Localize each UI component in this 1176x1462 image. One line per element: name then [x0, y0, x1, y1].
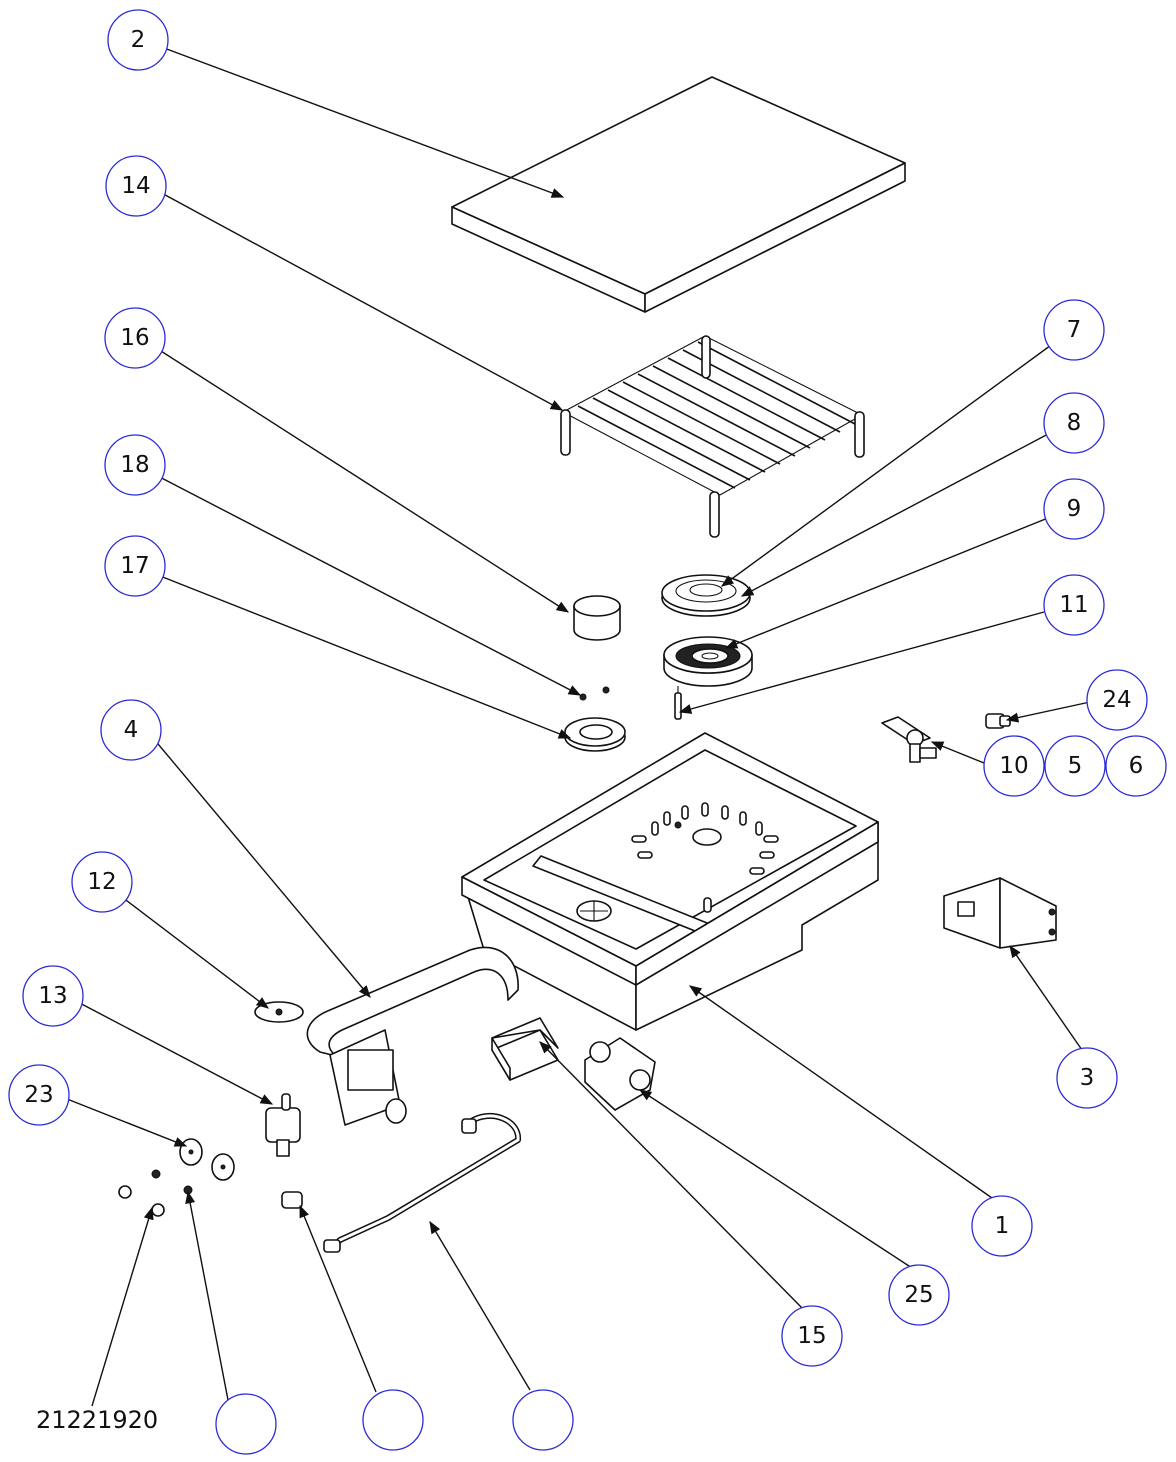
- leader-14: [155, 189, 564, 411]
- svg-text:13: 13: [38, 983, 67, 1009]
- balloon-23: 23: [8, 1064, 70, 1126]
- valve-bracket-part: [881, 716, 937, 763]
- balloon-1: 1: [971, 1195, 1033, 1257]
- balloon-5: 5: [1044, 735, 1106, 797]
- balloon-2: 2: [107, 9, 169, 71]
- svg-text:12: 12: [87, 869, 116, 895]
- balloon-10: 10: [983, 735, 1045, 797]
- leader-4: [147, 731, 371, 998]
- leader-bottom-d: [429, 1220, 531, 1391]
- gas-tube-part: [323, 1113, 521, 1253]
- svg-text:18: 18: [120, 452, 149, 478]
- balloon-7: 7: [1043, 299, 1105, 361]
- ignition-module-part: [491, 1017, 559, 1081]
- leader-11: [678, 611, 1045, 714]
- svg-text:23: 23: [24, 1082, 53, 1108]
- balloon-8: 8: [1043, 392, 1105, 454]
- leader-24: [1005, 701, 1091, 723]
- bezel-ring-part: [564, 717, 626, 752]
- balloon-16: 16: [104, 307, 166, 369]
- svg-text:2: 2: [131, 27, 146, 53]
- balloon-17: 17: [104, 535, 166, 597]
- screws-part: [579, 686, 610, 701]
- balloon-9: 9: [1043, 478, 1105, 540]
- leader-bottom-c: [299, 1204, 377, 1393]
- balloon-3: 3: [1056, 1047, 1118, 1109]
- svg-text:6: 6: [1129, 753, 1144, 779]
- leader-15: [539, 1041, 805, 1311]
- leader-12: [109, 887, 270, 1009]
- balloon-24: 24: [1086, 669, 1148, 731]
- fitting-part: [985, 713, 1011, 729]
- washer-part: [254, 1001, 304, 1023]
- main-tray-housing-part: [461, 732, 879, 1031]
- leader-18: [149, 471, 582, 696]
- leader-bottom-b: [185, 1190, 229, 1401]
- balloon-6: 6: [1105, 735, 1167, 797]
- balloon-15: 15: [781, 1305, 843, 1367]
- balloon-18: 18: [104, 434, 166, 496]
- svg-text:8: 8: [1067, 410, 1082, 436]
- svg-text:4: 4: [124, 717, 139, 743]
- leader-25: [638, 1089, 913, 1269]
- svg-text:3: 3: [1080, 1065, 1095, 1091]
- leader-lines: [61, 44, 1091, 1407]
- burner-cap-part: [661, 574, 751, 617]
- balloon-11: 11: [1043, 574, 1105, 636]
- leader-23: [61, 1096, 188, 1147]
- leader-2: [155, 44, 565, 198]
- balloon-14: 14: [105, 155, 167, 217]
- svg-text:14: 14: [121, 173, 150, 199]
- valve-part: [265, 1093, 301, 1157]
- svg-text:9: 9: [1067, 496, 1082, 522]
- balloons: 2 14 16 18 17 4 12 13 23 7 8 9 11 24 10 …: [8, 9, 1167, 1455]
- leader-7: [720, 339, 1059, 587]
- leader-17: [149, 571, 572, 739]
- knob-part: [573, 595, 621, 641]
- leader-9: [724, 517, 1049, 649]
- leader-8: [740, 432, 1051, 597]
- svg-text:15: 15: [797, 1323, 826, 1349]
- svg-text:1: 1: [995, 1213, 1010, 1239]
- balloon-13: 13: [22, 965, 84, 1027]
- burner-head-part: [663, 636, 753, 687]
- balloon-25: 25: [888, 1264, 950, 1326]
- small-hardware-part: [118, 1138, 303, 1217]
- bracket-part: [943, 877, 1057, 949]
- leader-16: [149, 343, 570, 613]
- svg-text:5: 5: [1068, 753, 1083, 779]
- svg-text:24: 24: [1102, 687, 1131, 713]
- svg-text:17: 17: [120, 553, 149, 579]
- leader-1: [688, 985, 993, 1199]
- svg-text:11: 11: [1059, 592, 1088, 618]
- svg-text:7: 7: [1067, 317, 1082, 343]
- balloon-blank-b: [362, 1389, 424, 1451]
- burner-tube-part: [306, 946, 519, 1126]
- bottom-part-numbers-label: 21221920: [36, 1406, 158, 1434]
- balloon-4: 4: [100, 699, 162, 761]
- gas-valve-part: [584, 1037, 656, 1111]
- electrode-part: [674, 686, 682, 720]
- svg-text:25: 25: [904, 1282, 933, 1308]
- leader-10: [930, 741, 985, 764]
- grill-rack-part: [560, 335, 865, 538]
- leader-3: [1009, 944, 1083, 1051]
- leader-bottom-a: [91, 1206, 154, 1407]
- balloon-blank-c: [512, 1389, 574, 1451]
- balloon-blank-a: [215, 1393, 277, 1455]
- cover-plate-part: [451, 76, 906, 313]
- svg-text:10: 10: [999, 753, 1028, 779]
- svg-text:16: 16: [120, 325, 149, 351]
- leader-13: [73, 999, 274, 1105]
- balloon-12: 12: [71, 851, 133, 913]
